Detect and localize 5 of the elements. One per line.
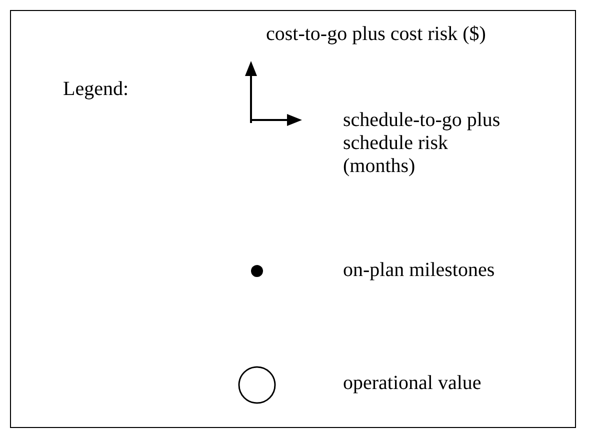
- legend-text: cost-to-go plus cost risk ($): [266, 23, 487, 46]
- legend-text: on-plan milestones: [343, 259, 496, 282]
- legend-heading: Legend:: [63, 78, 129, 101]
- legend-text: schedule-to-go plus schedule risk (months): [343, 109, 502, 178]
- legend-text: operational value: [343, 372, 482, 395]
